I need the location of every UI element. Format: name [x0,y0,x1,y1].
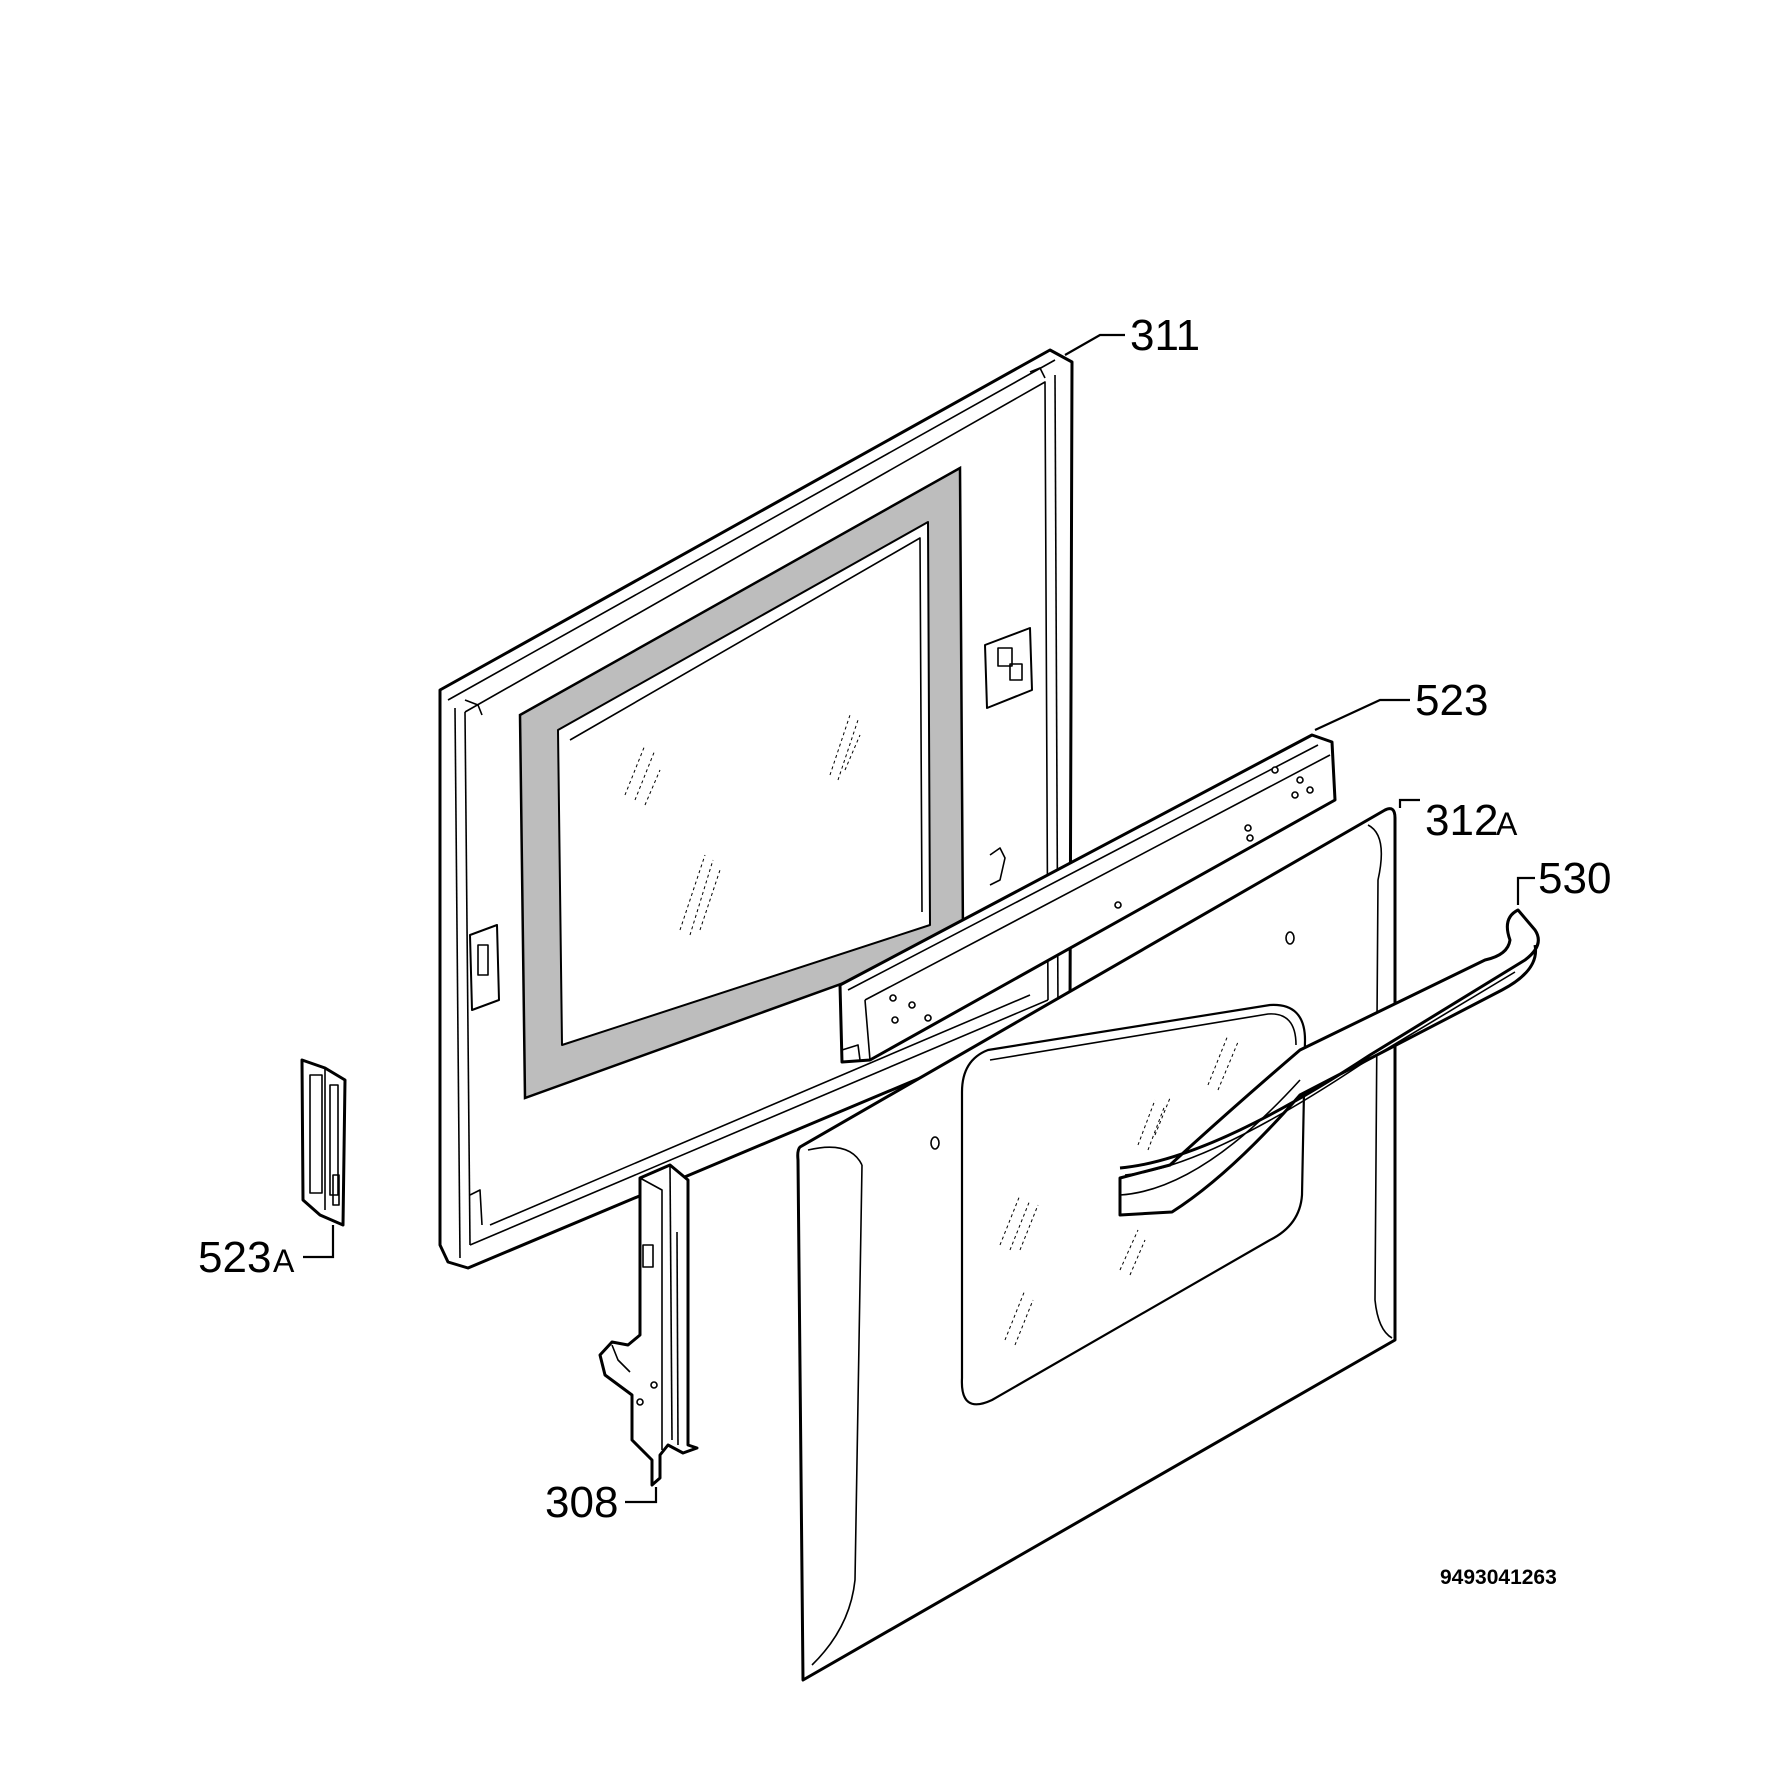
callout-523: 523 [1415,676,1488,725]
callout-530: 530 [1538,854,1611,903]
callout-308: 308 [545,1478,618,1527]
callout-312a-suffix: A [1496,806,1518,842]
callout-312a-number: 312 [1425,796,1498,845]
door-profile-rail-523 [838,733,1337,1064]
callout-523a-number: 523 [198,1233,271,1282]
drawing-code: 9493041263 [1440,1566,1557,1589]
hinge-bracket-upper-icon [984,627,1033,709]
callout-523a: 523 A [198,1233,295,1282]
callout-312a: 312 A [1425,796,1518,845]
hinge-bracket-lower-icon [469,924,500,1011]
door-handle-530 [1118,908,1540,1217]
callout-523a-suffix: A [273,1243,295,1279]
inner-door-panel-311 [438,348,1074,1270]
callout-311: 311 [1130,311,1200,360]
door-hinge-308 [598,1163,699,1487]
end-cap-523a [300,1058,347,1227]
